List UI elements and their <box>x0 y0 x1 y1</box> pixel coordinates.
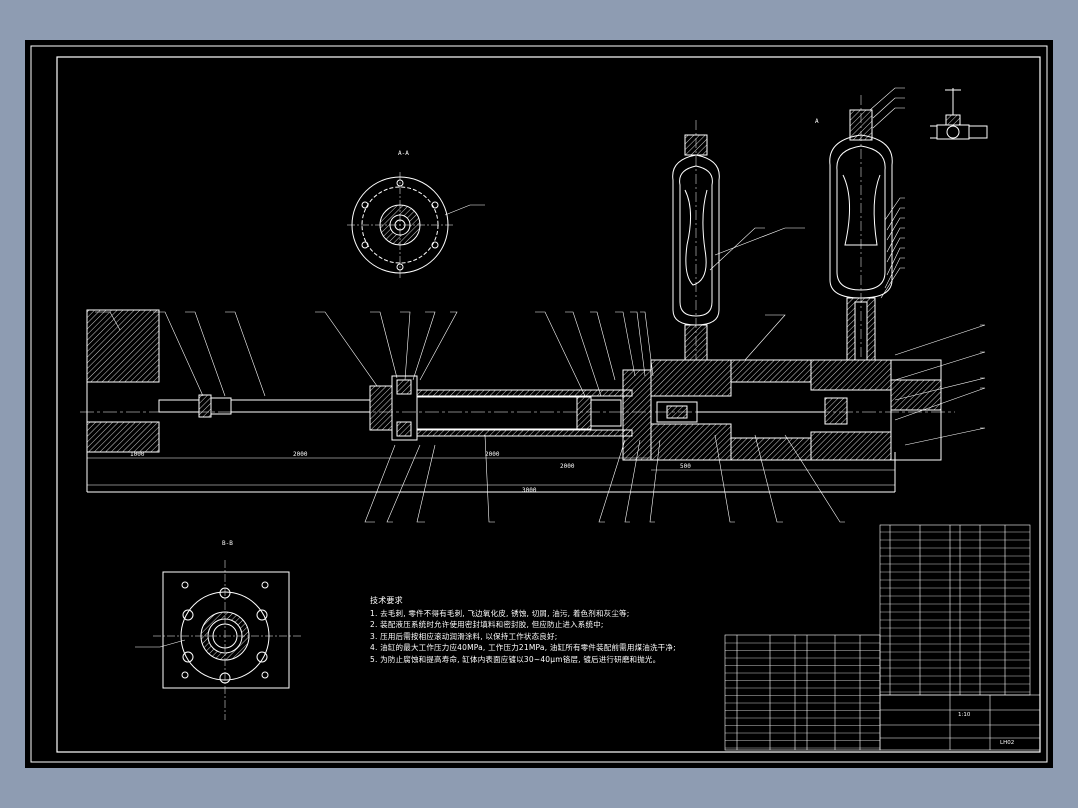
dimension-text-6: 3000 <box>522 487 537 494</box>
parts-list-rows <box>725 531 1030 749</box>
accumulator-right <box>829 95 893 361</box>
section-label-top: A-A <box>398 150 409 157</box>
dimension-text-3: 2000 <box>485 451 500 458</box>
parts-list-upper <box>879 524 1031 696</box>
technical-requirements: 技术要求 1. 去毛刺, 零件不得有毛刺, 飞边氧化皮, 锈蚀, 切屑, 油污,… <box>370 595 676 665</box>
requirement-item-5: 5. 为防止腐蚀和提高寿命, 缸体内表面应镀以30~40μm铬层, 镀后进行研磨… <box>370 654 661 664</box>
requirement-item-4: 4. 油缸的最大工作压力应40MPa, 工作压力21MPa, 油缸所有零件装配前… <box>370 643 676 652</box>
technical-requirements-title: 技术要求 <box>370 596 403 605</box>
dimension-text-4: 2000 <box>560 463 575 470</box>
requirement-item-2: 2. 装配液压系统时允许使用密封填料和密封胶, 但应防止进入系统中; <box>370 620 604 629</box>
dimension-text-5: 500 <box>680 463 691 470</box>
outer-frame <box>30 45 1048 763</box>
section-label-bottom: B-B <box>222 540 233 547</box>
cylinder-assembly <box>86 309 942 493</box>
requirement-item-1: 1. 去毛刺, 零件不得有毛刺, 飞边氧化皮, 锈蚀, 切屑, 油污, 着色剂和… <box>370 608 630 618</box>
cad-drawing <box>30 45 1048 763</box>
drawing-sheet: 技术要求 1. 去毛刺, 零件不得有毛刺, 飞边氧化皮, 锈蚀, 切屑, 油污,… <box>25 40 1053 768</box>
requirement-item-3: 3. 压用后需按相应滚动润滑涂料, 以保持工作状态良好; <box>370 631 558 641</box>
title-block <box>879 694 1041 751</box>
valve-detail <box>930 88 988 140</box>
accumulator-left <box>672 120 720 361</box>
dimension-text-2: 2000 <box>293 451 308 458</box>
flange-section-view <box>347 172 485 278</box>
detail-label: A <box>815 118 819 125</box>
cylinder-cross-section <box>135 560 303 720</box>
accumulator-leaders <box>709 87 905 299</box>
parts-list-lower <box>724 634 881 751</box>
inner-frame <box>56 56 1041 753</box>
drawing-number: LH02 <box>1000 740 1015 746</box>
leader-lines <box>95 311 986 523</box>
dimension-text-1: 1000 <box>130 451 145 458</box>
drawing-scale: 1:10 <box>958 712 971 718</box>
dimension-lines <box>87 457 895 486</box>
